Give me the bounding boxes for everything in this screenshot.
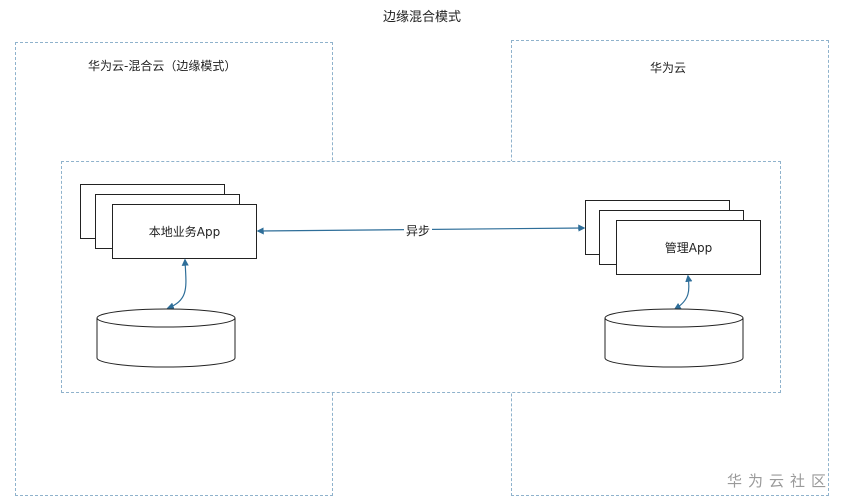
local-app-label: 本地业务App: [148, 225, 221, 239]
manage-app-node[interactable]: 管理App: [616, 220, 761, 275]
manage-database-icon: [604, 308, 744, 368]
hybrid-cloud-region-label: 华为云-混合云（边缘模式）: [88, 59, 237, 73]
watermark-logo: 华为云社区: [726, 472, 832, 490]
huawei-cloud-region-label: 华为云: [650, 61, 687, 75]
local-db-connector: [166, 258, 189, 310]
local-app-node[interactable]: 本地业务App: [112, 204, 257, 259]
diagram-title: 边缘混合模式: [382, 10, 461, 25]
manage-app-label: 管理App: [664, 241, 713, 255]
async-label: 异步: [404, 222, 433, 239]
local-database-icon: [96, 308, 236, 368]
manage-db-connector: [673, 274, 693, 310]
